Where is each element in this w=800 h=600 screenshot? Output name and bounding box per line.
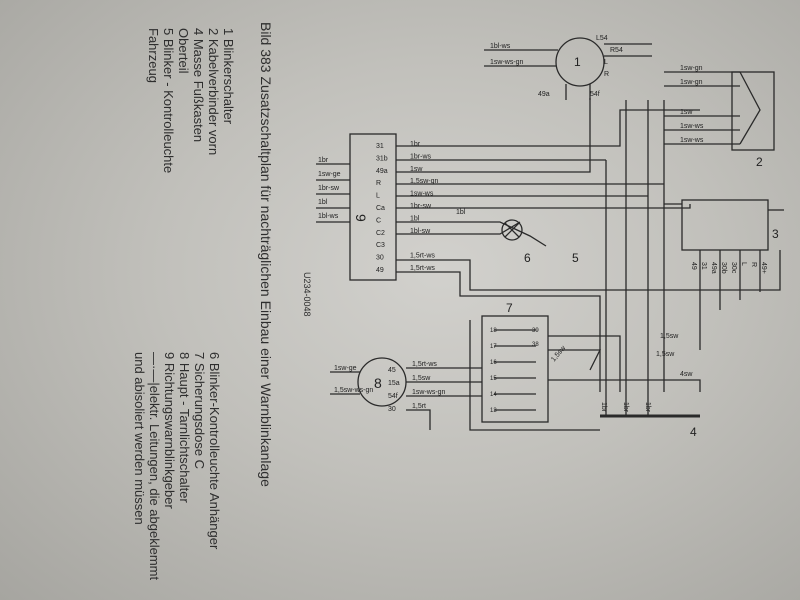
switch1-terminal-3: R	[604, 71, 609, 78]
relay9-wire-7: 1bl-sw	[410, 228, 431, 235]
component-label-2: 2	[756, 155, 763, 169]
module3-terminal-2: 49a	[710, 262, 717, 274]
misc-wire-2: 1,5sw	[550, 344, 568, 363]
switch8-terminal-2: 54f	[388, 393, 398, 400]
module-3-box	[681, 199, 769, 251]
module3-terminal-5: L	[740, 262, 747, 266]
switch1-terminal-1: R54	[610, 47, 623, 54]
relay9-terminal-6: C	[376, 217, 381, 224]
module3-terminal-7: 49+	[760, 262, 767, 274]
switch1-input-wire-0: 1bl-ws	[490, 43, 511, 50]
switch8-terminal-3: 30	[388, 406, 396, 413]
relay9-input-wire-4: 1bl-ws	[318, 213, 339, 220]
fuse7-left-terminal-4: 14	[490, 392, 497, 398]
switch8-input-wire-0: 1sw-ge	[334, 365, 357, 372]
connector2-wire-4: 1sw-ws	[680, 137, 704, 144]
ground4-wire-2: 1br	[644, 402, 651, 413]
fuse7-right-terminal-0: 39	[532, 328, 539, 334]
misc-wire-4: 1,5sw	[656, 351, 675, 358]
relay9-terminal-5: Ca	[376, 205, 385, 212]
switch8-wire-1: 1,5sw	[412, 375, 431, 382]
relay9-wire-6: 1bl	[410, 215, 420, 222]
relay9-terminal-4: L	[376, 193, 380, 200]
relay9-input-wire-1: 1sw-ge	[318, 171, 341, 178]
switch1-terminal-2: L	[604, 59, 608, 66]
module3-terminal-3: 30b	[720, 262, 727, 274]
switch8-terminal-0: 45	[388, 367, 396, 374]
relay9-wire-2: 1sw	[410, 166, 423, 173]
relay9-terminal-3: R	[376, 180, 381, 187]
relay-9-box	[349, 133, 397, 281]
fuse7-left-terminal-2: 16	[490, 360, 497, 366]
component-label-9: 9	[353, 214, 369, 222]
relay9-input-wire-2: 1br-sw	[318, 185, 340, 192]
relay9-terminal-8: C3	[376, 242, 385, 249]
connector-2-box	[731, 71, 775, 151]
switch8-terminal-1: 15a	[388, 380, 400, 387]
component-label-1: 1	[574, 55, 581, 69]
component-label-4: 4	[690, 425, 697, 439]
switch8-wire-3: 1,5rt	[412, 403, 426, 410]
fuse7-left-terminal-1: 17	[490, 344, 497, 350]
connector2-wire-3: 1sw-ws	[680, 123, 704, 130]
switch8-input-wire-1: 1,5sw-ws-gn	[334, 387, 373, 394]
relay9-wire-0: 1br	[410, 141, 421, 148]
misc-wire-0: 1bl	[456, 209, 466, 216]
relay9-terminal-2: 49a	[376, 168, 388, 175]
wire-paths	[316, 37, 784, 431]
switch1-input-wire-1: 1sw-ws-gn	[490, 59, 524, 66]
module3-terminal-0: 49	[690, 262, 697, 270]
ground4-wire-1: 1br	[622, 402, 629, 413]
fuse7-right-terminal-1: 38	[532, 342, 539, 348]
component-label-8: 8	[374, 375, 382, 391]
relay9-terminal-0: 31	[376, 143, 384, 150]
switch8-wire-2: 1sw-ws-gn	[412, 389, 446, 396]
component-label-7: 7	[506, 301, 513, 315]
relay9-wire-1: 1br-ws	[410, 153, 432, 160]
connector2-wire-1: 1sw-gn	[680, 79, 703, 86]
fusebox-7-box	[481, 315, 549, 423]
relay9-wire-5: 1br-sw	[410, 203, 432, 210]
switch1-terminal-0: L54	[596, 35, 608, 42]
fuse7-left-terminal-0: 18	[490, 328, 497, 334]
module3-terminal-4: 30c	[730, 262, 737, 274]
component-label-3: 3	[772, 227, 779, 241]
connector2-wire-2: 1sw	[680, 109, 693, 116]
misc-wire-1: 1,5sw	[660, 333, 679, 340]
ground4-wire-0: 1br	[600, 402, 607, 413]
misc-wire-3: 4sw	[680, 371, 693, 378]
relay9-terminal-1: 31b	[376, 155, 388, 162]
relay9-input-wire-0: 1br	[318, 157, 329, 164]
relay9-wire-10: 1,5rt-ws	[410, 265, 435, 272]
switch8-wire-0: 1,5rt-ws	[412, 361, 437, 368]
connector2-wire-0: 1sw-gn	[680, 65, 703, 72]
switch1-terminal-5: 54f	[590, 91, 600, 98]
module3-terminal-1: 31	[700, 262, 707, 270]
relay9-input-wire-3: 1bl	[318, 199, 328, 206]
switch-1-circle	[555, 37, 605, 87]
relay9-wire-9: 1,5rt-ws	[410, 253, 435, 260]
fuse7-left-terminal-5: 13	[490, 408, 497, 414]
relay9-terminal-10: 49	[376, 267, 384, 274]
switch1-terminal-4: 49a	[538, 91, 550, 98]
component-label-5: 5	[572, 251, 579, 265]
fuse7-left-terminal-3: 15	[490, 376, 497, 382]
relay9-wire-4: 1sw-ws	[410, 191, 434, 198]
relay9-terminal-7: C2	[376, 230, 385, 237]
component-label-6: 6	[524, 251, 531, 265]
module3-terminal-6: R	[750, 262, 757, 267]
relay9-wire-3: 1,5sw-gn	[410, 178, 439, 185]
relay9-terminal-9: 30	[376, 255, 384, 262]
